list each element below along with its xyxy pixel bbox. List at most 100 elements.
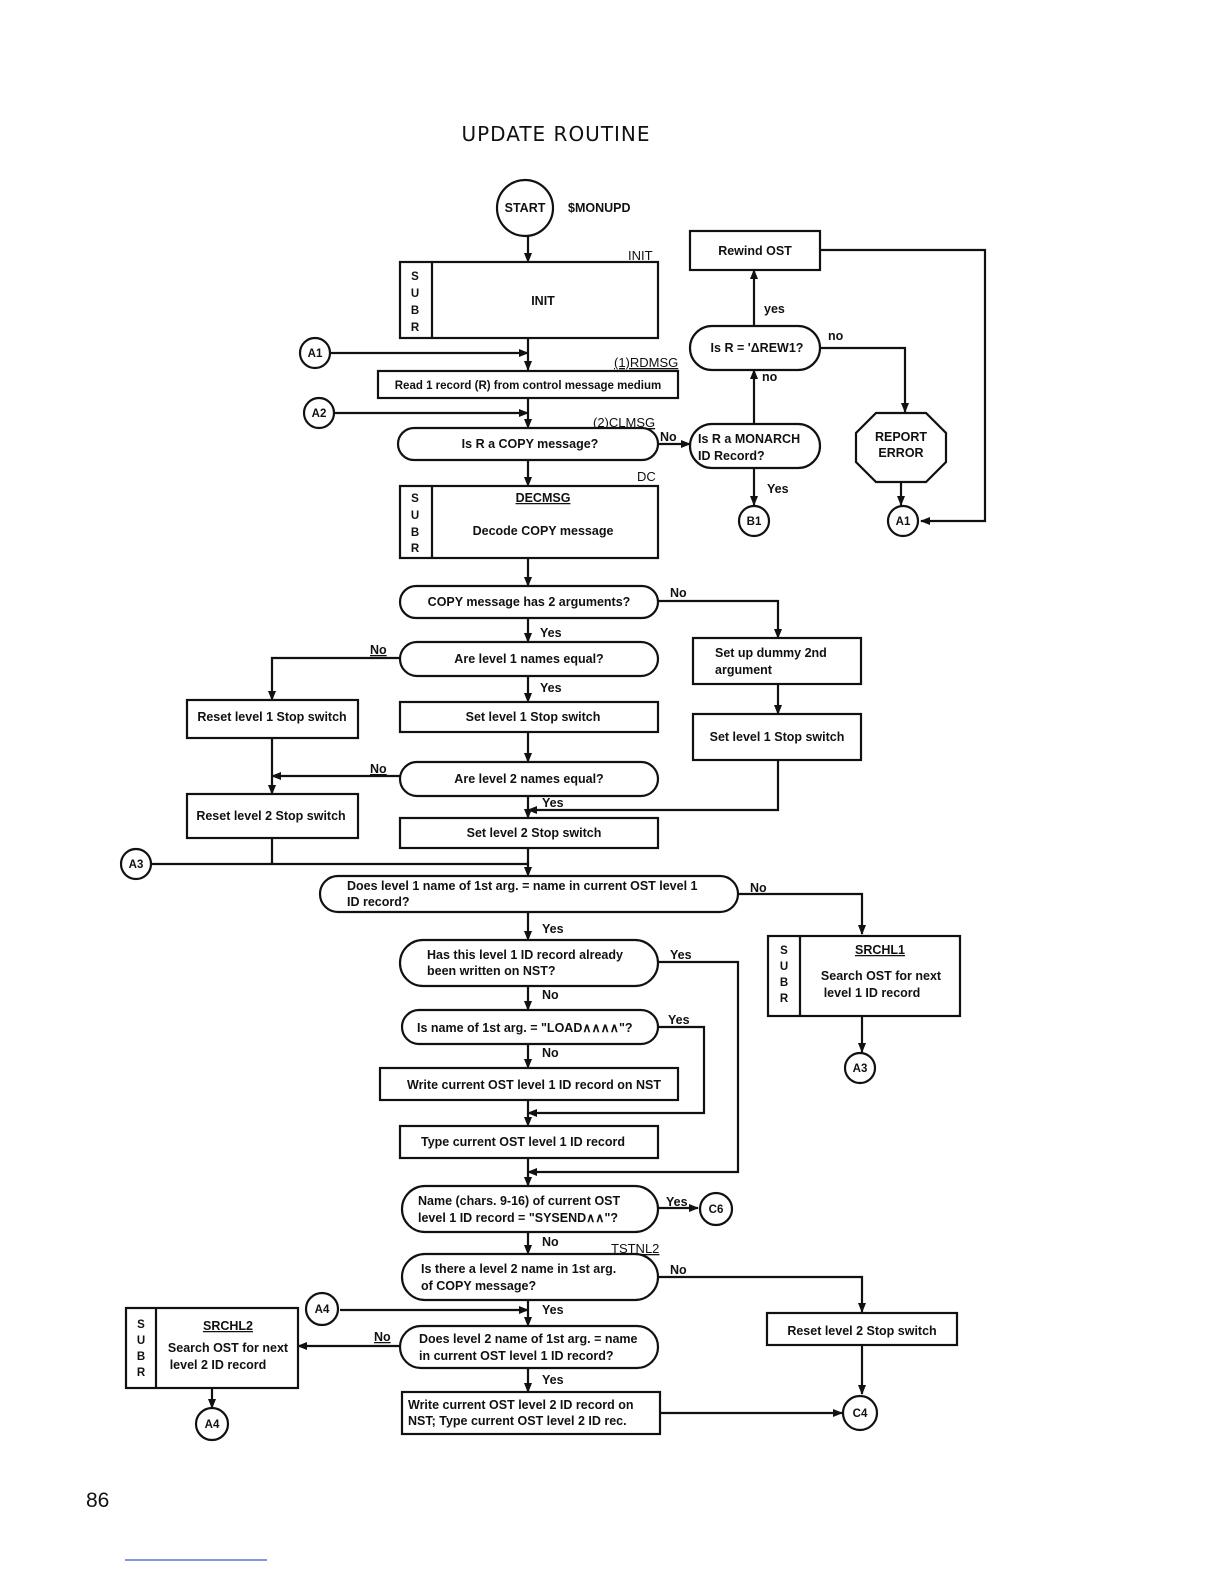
flow-lines [152,236,987,1417]
decision-two-args-label: COPY message has 2 arguments? [428,595,631,609]
subr-letter: U [780,961,788,973]
connector-a1-label: A1 [308,348,323,360]
connector-a4-label: A4 [205,1419,220,1431]
connector-a4-label: A4 [315,1304,330,1316]
branch-no-lc: no [762,370,778,384]
branch-no-label: No [542,988,559,1002]
decision-is-monarch-line2: ID Record? [698,449,765,463]
connector-a3-label: A3 [129,859,144,871]
subr-letter: U [411,288,419,300]
flow-rewind-a1 [820,248,987,525]
flow-args-no [658,599,782,639]
set-dummy-line2: argument [715,663,773,677]
decmsg-subroutine-box [398,484,660,560]
set-l1-stop-right-box [691,712,863,762]
decision-is-monarch-line1: Is R a MONARCH [698,432,800,446]
subr-letter: B [411,305,419,317]
reset-l2-stop-right-label: Reset level 2 Stop switch [787,1324,936,1338]
set-l2-stop-box [398,816,660,850]
decision-is-copy [396,426,660,462]
decision-is-load [400,1008,660,1046]
decision-l1-name-match-line2: ID record? [347,895,410,909]
subr-letter: S [411,493,419,505]
page-title: UPDATE ROUTINE [461,122,650,146]
set-l1-stop-box [398,700,660,734]
decision-is-rewind [688,324,822,372]
srchl2-subroutine-box [124,1306,300,1390]
subr-letter: S [137,1319,145,1331]
branch-yes-label: Yes [542,1303,564,1317]
srchl2-title: SRCHL2 [203,1319,253,1333]
start-label: START [505,201,546,215]
decision-l2-name-match-line1: Does level 2 name of 1st arg. = name [419,1332,638,1346]
decision-sysend-line1: Name (chars. 9-16) of current OST [418,1194,621,1208]
write-l1-box [378,1066,680,1102]
flow-rewind-no [820,346,909,413]
start-terminal [495,178,555,238]
subr-letter: R [411,543,420,555]
branch-no-label: No [750,881,767,895]
connector-a4-out [194,1406,230,1442]
subr-letter: B [137,1351,145,1363]
tstnl2-tag: TSTNL2 [611,1241,659,1256]
type-l1-label: Type current OST level 1 ID record [421,1135,625,1149]
connector-a3-left [119,847,153,881]
connector-c4 [841,1394,879,1432]
branch-yes-label: Yes [668,1013,690,1027]
flow-a3-in [152,862,532,877]
subr-letter: R [411,322,420,334]
decision-l2-equal [398,760,660,798]
write-l2-box [400,1390,662,1436]
subr-letter: U [411,510,419,522]
decision-l2-name-match-line2: in current OST level 1 ID record? [419,1349,614,1363]
decision-l2-equal-label: Are level 2 names equal? [454,772,603,786]
report-error-box [854,411,948,484]
connector-c4-label: C4 [853,1408,868,1420]
set-dummy-arg-box [691,636,863,686]
branch-yes-label: Yes [540,681,562,695]
rewind-ost-label: Rewind OST [718,244,792,258]
decision-two-args [398,584,660,620]
write-l2-line1: Write current OST level 2 ID record on [408,1398,634,1412]
decmsg-body: Decode COPY message [473,524,614,538]
reset-l2-stop-label: Reset level 2 Stop switch [196,809,345,823]
connector-c6-label: C6 [709,1204,724,1216]
rewind-ost-box [688,229,822,272]
branch-yes-label: Yes [540,626,562,640]
subr-letter: U [137,1335,145,1347]
subr-letter: B [411,527,419,539]
reset-l1-stop-label: Reset level 1 Stop switch [197,710,346,724]
srchl1-title: SRCHL1 [855,943,905,957]
branch-no-label: No [670,586,687,600]
set-dummy-line1: Set up dummy 2nd [715,646,827,660]
connector-a2-label: A2 [312,408,327,420]
branch-no-label: No [370,762,387,776]
branch-no-label: No [542,1235,559,1249]
decision-l2-name-match [398,1324,660,1370]
branch-yes-label: Yes [666,1195,688,1209]
report-error-line2: ERROR [878,446,923,460]
branch-yes-label: Yes [542,796,564,810]
srchl2-body-line1: Search OST for next [168,1341,289,1355]
connector-b1 [737,504,771,538]
decision-is-load-label: Is name of 1st arg. = "LOAD∧∧∧∧"? [417,1021,633,1035]
report-error-line1: REPORT [875,430,927,444]
branch-yes-label: Yes [542,1373,564,1387]
reset-l2-stop-right-box [765,1311,959,1347]
srchl2-body-line2: level 2 ID record [170,1358,267,1372]
decision-is-monarch [688,422,822,470]
decmsg-title: DECMSG [516,491,571,505]
connector-a4-in [304,1291,340,1327]
branch-yes-label: Yes [767,482,789,496]
subr-letter: S [780,945,788,957]
decision-sysend-line2: level 1 ID record = "SYSEND∧∧"? [418,1211,618,1225]
flow-right-merge [527,760,780,814]
connector-c6 [698,1191,734,1227]
decision-sysend [400,1184,660,1234]
connector-a1-left [298,336,332,370]
flow-hasl2-no [658,1275,866,1313]
connector-a3-label: A3 [853,1063,868,1075]
write-l1-label: Write current OST level 1 ID record on N… [407,1078,661,1092]
branch-no-label: No [660,430,677,444]
